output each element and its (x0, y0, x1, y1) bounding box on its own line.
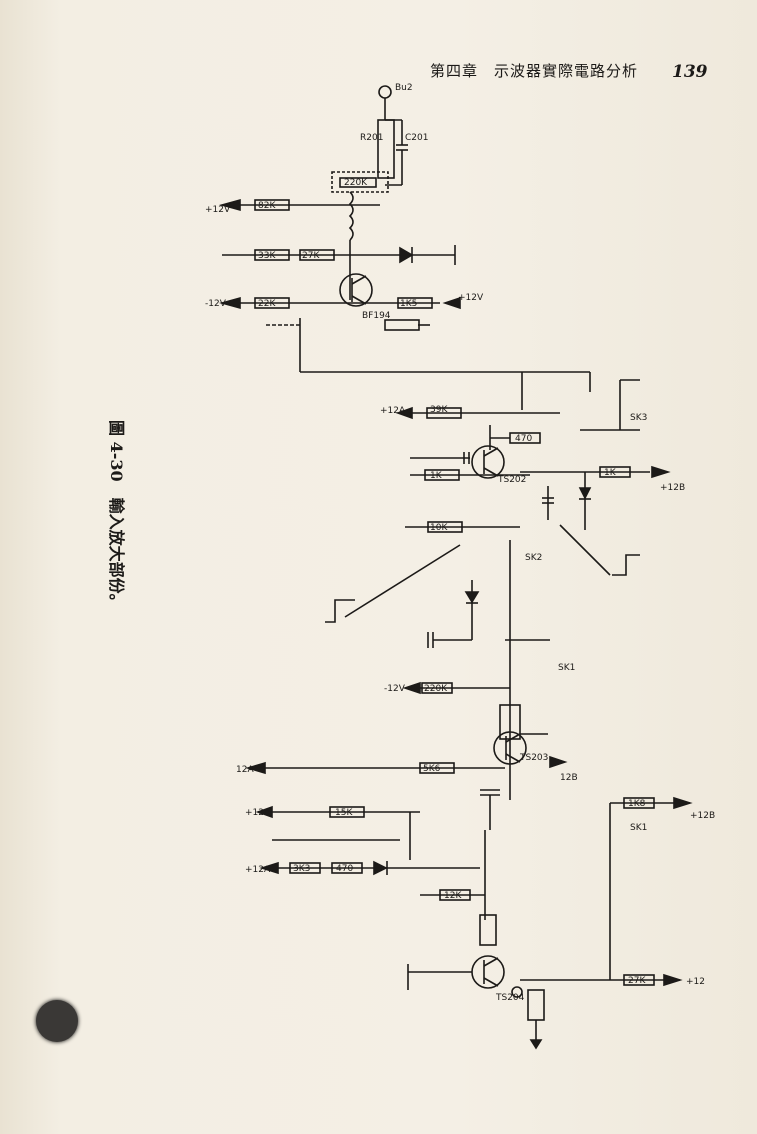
svg-text:TS203: TS203 (519, 753, 548, 763)
pot-r3 (331, 171, 389, 193)
svg-text:+12A: +12A (380, 406, 406, 416)
svg-text:+12V: +12V (458, 293, 484, 303)
value-r3: 220K (344, 178, 368, 188)
resistor-r207 (254, 249, 290, 261)
resistor-r203 (384, 319, 420, 331)
svg-text:SK1: SK1 (630, 823, 647, 833)
resistor-r211 (599, 466, 631, 478)
value-r202: 1K5 (400, 299, 417, 309)
svg-text:+12B: +12B (660, 483, 685, 493)
resistor-r214 (427, 521, 463, 533)
resistor-r3 (339, 177, 377, 188)
resistor-r220 (331, 862, 363, 874)
rail-arrow (673, 796, 693, 810)
input-jack-bu2 (378, 85, 392, 99)
value-r211: 1K (604, 468, 617, 478)
value-r214: 10K (430, 523, 448, 533)
resistor-r224 (289, 862, 321, 874)
svg-text:SK1: SK1 (558, 663, 575, 673)
page-number: 139 (672, 62, 708, 82)
value-r207: 33K (258, 251, 276, 261)
transistor-ts201 (339, 273, 373, 307)
value-r213: 1K (430, 471, 443, 481)
svg-text:+12V: +12V (205, 205, 231, 215)
svg-text:R201: R201 (360, 133, 383, 143)
output-terminal (511, 986, 523, 998)
resistor-r221 (419, 762, 455, 774)
diode-gr200 (464, 591, 480, 604)
value-r219: 1K8 (628, 799, 646, 809)
value-r224: 3K3 (293, 864, 310, 874)
svg-text:12A: 12A (236, 765, 254, 775)
binding-hole (36, 1000, 78, 1042)
resistor-r218 (623, 974, 655, 986)
rail-arrow (442, 296, 461, 310)
rail-arrow (549, 755, 568, 769)
resistor-r213 (424, 469, 460, 481)
svg-text:BF194: BF194 (362, 311, 391, 321)
label-bu2: Bu2 (395, 83, 413, 93)
value-r220: 470 (336, 864, 353, 874)
rail-arrow (651, 465, 671, 479)
svg-text:12B: 12B (560, 773, 578, 783)
svg-text:+12A: +12A (245, 808, 271, 818)
resistor-r227 (479, 914, 497, 946)
svg-text:+12: +12 (686, 977, 705, 987)
resistor-r219 (623, 797, 655, 809)
inductor-l202 (348, 191, 354, 241)
resistor-r228 (527, 989, 545, 1021)
resistor-r202 (397, 297, 433, 309)
svg-text:-12V: -12V (384, 684, 406, 694)
resistor-r208 (254, 297, 290, 309)
diode-gr201 (399, 246, 414, 264)
resistor-r204 (299, 249, 335, 261)
svg-text:+12A: +12A (245, 865, 271, 875)
resistor-r210 (426, 407, 462, 419)
resistor-r206 (254, 199, 290, 211)
value-r209: 470 (515, 434, 532, 444)
value-r206: 82K (258, 201, 276, 211)
svg-text:+12B: +12B (690, 811, 715, 821)
switch-contact-right (612, 554, 640, 576)
resistor-r226 (439, 889, 471, 901)
transistor-ts202 (471, 445, 505, 479)
resistor-r201 (377, 119, 395, 179)
value-r223: 15K (335, 808, 353, 818)
chapter-header: 第四章 示波器實際電路分析 (430, 62, 639, 80)
svg-text:TS204: TS204 (495, 993, 525, 1003)
value-r218: 27K (628, 976, 646, 986)
svg-text:SK3: SK3 (630, 413, 647, 423)
rail-arrow (663, 973, 683, 987)
value-r216: 220K (424, 684, 448, 694)
resistor-r216 (421, 682, 453, 694)
transistor-ts203 (493, 731, 527, 765)
resistor-r223 (329, 806, 365, 818)
diode-gr205 (373, 860, 388, 876)
figure-caption: 圖 4-30 輸入放大部份。 (107, 420, 170, 610)
value-r208: 22K (258, 299, 276, 309)
value-r210: 39K (430, 405, 448, 415)
svg-text:-12V: -12V (205, 299, 227, 309)
value-r221: 5K6 (423, 764, 441, 774)
svg-text:C201: C201 (405, 133, 428, 143)
figure-caption-text: 圖 4-30 輸入放大部份。 (107, 420, 126, 610)
value-r226: 12K (444, 891, 462, 901)
zener-gr202 (578, 487, 592, 500)
switch-contact-left (325, 599, 355, 623)
value-r204: 27K (302, 251, 320, 261)
svg-text:TS202: TS202 (497, 475, 526, 485)
transistor-ts204 (471, 955, 505, 989)
rail-arrow (402, 681, 421, 695)
svg-text:SK2: SK2 (525, 553, 542, 563)
